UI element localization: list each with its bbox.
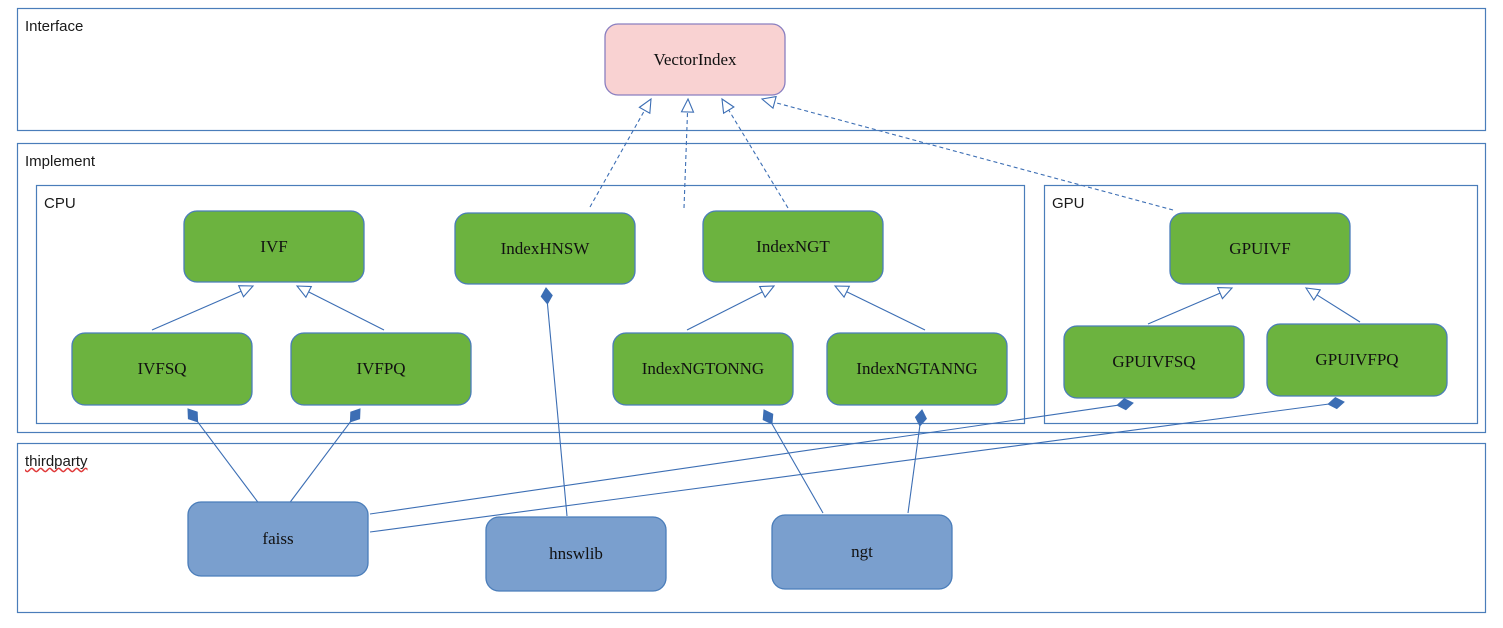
edge-line — [907, 425, 921, 514]
node-box-GPUIVF[interactable] — [1169, 212, 1351, 285]
node-box-IndexNGTONNG[interactable] — [612, 332, 794, 406]
edge-IndexHNSW-to-VectorIndex — [680, 97, 695, 209]
hollow-triangle-arrowhead — [237, 285, 255, 298]
hollow-triangle-arrowhead — [1216, 287, 1234, 300]
edge-ngt-to-IndexNGTANNG — [907, 409, 927, 514]
hollow-triangle-arrowhead — [760, 95, 777, 110]
group-label-gpu: GPU — [1052, 195, 1085, 212]
edge-line — [308, 291, 385, 331]
edge-faiss-to-IVFSQ — [187, 408, 261, 506]
node-box-IVF[interactable] — [183, 210, 365, 283]
hollow-triangle-arrowhead — [1304, 287, 1322, 302]
edge-line — [369, 404, 1118, 515]
node-box-GPUIVFPQ[interactable] — [1266, 323, 1448, 397]
edge-GPUIVF-to-VectorIndex — [760, 95, 1174, 211]
edge-IVFSQ-to-IVF — [151, 285, 255, 331]
filled-diamond-arrowhead — [187, 408, 199, 423]
edge-IVF-to-VectorIndex — [589, 97, 652, 208]
edge-line — [771, 423, 824, 514]
filled-diamond-arrowhead — [1327, 397, 1345, 410]
hollow-triangle-arrowhead — [638, 97, 652, 115]
filled-diamond-arrowhead — [1116, 398, 1134, 411]
edge-line — [846, 291, 926, 331]
group-label-thirdparty: thirdparty — [25, 453, 88, 470]
edge-IndexNGT-to-VectorIndex — [721, 97, 789, 209]
node-box-ngt[interactable] — [771, 514, 953, 590]
edge-line — [287, 421, 351, 506]
edge-line — [151, 290, 242, 331]
node-box-IVFPQ[interactable] — [290, 332, 472, 406]
edge-IndexNGTONNG-to-IndexNGT — [686, 285, 776, 331]
edge-GPUIVFPQ-to-GPUIVF — [1304, 287, 1361, 323]
edge-layer — [151, 95, 1361, 533]
node-box-GPUIVFSQ[interactable] — [1063, 325, 1245, 399]
node-box-IndexNGTANNG[interactable] — [826, 332, 1008, 406]
node-box-VectorIndex[interactable] — [604, 23, 786, 96]
edge-line — [546, 303, 568, 517]
edge-faiss-to-GPUIVFPQ — [369, 397, 1345, 533]
node-box-hnswlib[interactable] — [485, 516, 667, 592]
edge-line — [686, 291, 763, 331]
hollow-triangle-arrowhead — [833, 285, 851, 299]
edge-line — [369, 403, 1329, 533]
node-box-faiss[interactable] — [187, 501, 369, 577]
node-layer — [71, 23, 1448, 592]
group-label-implement: Implement — [25, 153, 96, 170]
hollow-triangle-arrowhead — [758, 285, 776, 299]
hollow-triangle-arrowhead — [295, 285, 313, 299]
hollow-triangle-arrowhead — [721, 97, 735, 115]
hollow-triangle-arrowhead — [680, 97, 695, 113]
edge-faiss-to-GPUIVFSQ — [369, 398, 1134, 515]
edge-faiss-to-IVFPQ — [287, 408, 361, 506]
edge-line — [1147, 292, 1221, 325]
edge-ngt-to-IndexNGTONNG — [762, 409, 824, 514]
edge-GPUIVFSQ-to-GPUIVF — [1147, 287, 1234, 325]
node-box-IndexNGT[interactable] — [702, 210, 884, 283]
filled-diamond-arrowhead — [349, 408, 361, 423]
filled-diamond-arrowhead — [762, 409, 774, 425]
edge-line — [774, 101, 1174, 211]
group-label-cpu: CPU — [44, 195, 76, 212]
edge-IndexNGTANNG-to-IndexNGT — [833, 285, 926, 331]
group-label-interface: Interface — [25, 18, 84, 35]
edge-line — [197, 421, 261, 506]
edge-IVFPQ-to-IVF — [295, 285, 385, 331]
edge-line — [589, 110, 646, 208]
edge-line — [683, 111, 689, 209]
edge-line — [728, 109, 789, 209]
filled-diamond-arrowhead — [540, 287, 553, 305]
node-box-IVFSQ[interactable] — [71, 332, 253, 406]
edge-line — [1316, 294, 1361, 323]
edge-hnswlib-to-IndexHNSW — [540, 287, 568, 517]
filled-diamond-arrowhead — [914, 409, 927, 427]
node-box-IndexHNSW[interactable] — [454, 212, 636, 285]
